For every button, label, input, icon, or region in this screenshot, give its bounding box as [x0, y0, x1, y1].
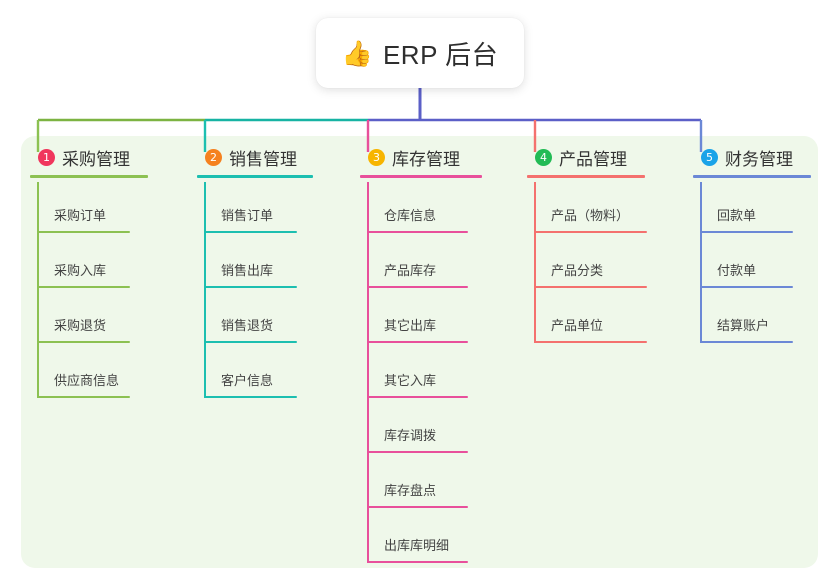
leaf-node-underline — [205, 396, 297, 398]
leaf-node-underline — [368, 396, 468, 398]
leaf-node-underline — [38, 231, 130, 233]
leaf-node-label: 采购入库 — [54, 263, 107, 278]
leaf-node-underline — [535, 286, 647, 288]
branch-header-3[interactable]: 3 库存管理 — [360, 144, 482, 170]
leaf-node-underline — [701, 286, 793, 288]
branch-header-4[interactable]: 4 产品管理 — [527, 144, 645, 170]
leaf-node-label: 采购订单 — [54, 208, 107, 223]
leaf-node-underline — [368, 506, 468, 508]
leaf-node-underline — [38, 286, 130, 288]
leaf-node-underline — [701, 231, 793, 233]
leaf-node-underline — [368, 451, 468, 453]
branch-title-3: 库存管理 — [392, 149, 460, 169]
leaf-node[interactable]: 产品（物料） — [527, 178, 647, 233]
branch-title-2: 销售管理 — [229, 149, 297, 169]
leaf-node-underline — [38, 396, 130, 398]
diagram-panel-background — [21, 136, 818, 568]
branch-column-4: 4 产品管理产品（物料） 产品分类产品单位 — [527, 144, 647, 343]
leaf-node-label: 供应商信息 — [54, 373, 120, 388]
branch-header-5[interactable]: 5 财务管理 — [693, 144, 811, 170]
branch-column-2: 2 销售管理销售订单销售出库销售退货客户信息 — [197, 144, 313, 398]
leaf-node-label: 产品单位 — [551, 318, 604, 333]
leaf-node[interactable]: 销售出库 — [197, 233, 313, 288]
root-node-title: ERP 后台 — [382, 39, 499, 70]
leaf-node-label: 库存盘点 — [384, 483, 437, 498]
leaf-node[interactable]: 采购订单 — [30, 178, 148, 233]
branch-header-2[interactable]: 2 销售管理 — [197, 144, 313, 170]
leaf-node[interactable]: 仓库信息 — [360, 178, 482, 233]
leaf-node-label: 销售退货 — [221, 318, 274, 333]
branch-header-underline-5 — [693, 175, 811, 178]
leaf-node[interactable]: 销售订单 — [197, 178, 313, 233]
leaf-node-underline — [535, 341, 647, 343]
leaf-node-underline — [205, 341, 297, 343]
leaf-node-underline — [205, 286, 297, 288]
leaf-node-label: 库存调拨 — [384, 428, 437, 443]
leaf-node[interactable]: 其它出库 — [360, 288, 482, 343]
leaf-node[interactable]: 采购入库 — [30, 233, 148, 288]
leaf-node-underline — [368, 341, 468, 343]
leaf-node-underline — [368, 231, 468, 233]
branch-title-5: 财务管理 — [725, 149, 793, 169]
leaf-node[interactable]: 销售退货 — [197, 288, 313, 343]
branch-header-underline-4 — [527, 175, 645, 178]
leaf-node-underline — [701, 341, 793, 343]
leaf-node-label: 结算账户 — [717, 318, 770, 333]
branch-title-1: 采购管理 — [62, 149, 130, 169]
branch-header-underline-3 — [360, 175, 482, 178]
leaf-node[interactable]: 结算账户 — [693, 288, 811, 343]
leaf-node-label: 其它入库 — [384, 373, 437, 388]
branch-header-underline-2 — [197, 175, 313, 178]
branch-header-1[interactable]: 1 采购管理 — [30, 144, 148, 170]
branch-badge-4: 4 — [535, 148, 552, 166]
leaf-node-label: 仓库信息 — [384, 208, 437, 223]
leaf-node[interactable]: 客户信息 — [197, 343, 313, 398]
leaf-node-label: 其它出库 — [384, 318, 437, 333]
leaf-node-label: 销售出库 — [221, 263, 274, 278]
branch-badge-1: 1 — [38, 148, 55, 166]
branch-header-underline-1 — [30, 175, 148, 178]
leaf-node-label: 销售订单 — [221, 208, 274, 223]
branch-badge-3: 3 — [368, 148, 385, 166]
leaf-node[interactable]: 采购退货 — [30, 288, 148, 343]
leaf-node-underline — [368, 286, 468, 288]
branch-column-1: 1 采购管理采购订单采购入库采购退货供应商信息 — [30, 144, 148, 398]
leaf-node[interactable]: 出库库明细 — [360, 508, 482, 563]
leaf-node-label: 产品分类 — [551, 263, 604, 278]
leaf-node-underline — [38, 341, 130, 343]
leaf-node[interactable]: 产品库存 — [360, 233, 482, 288]
leaf-node-label: 付款单 — [717, 263, 757, 278]
leaf-node-label: 客户信息 — [221, 373, 274, 388]
leaf-node[interactable]: 回款单 — [693, 178, 811, 233]
thumbs-up-icon: 👍 — [341, 38, 373, 68]
leaf-node-underline — [535, 231, 647, 233]
branch-title-4: 产品管理 — [559, 149, 627, 169]
leaf-node-label: 回款单 — [717, 208, 757, 223]
leaf-node-underline — [368, 561, 468, 563]
leaf-node-label: 出库库明细 — [384, 538, 450, 553]
leaf-node-label: 采购退货 — [54, 318, 107, 333]
branch-badge-2: 2 — [205, 148, 222, 166]
root-node-card[interactable]: 👍 ERP 后台 — [316, 18, 524, 88]
leaf-node[interactable]: 其它入库 — [360, 343, 482, 398]
leaf-node-underline — [205, 231, 297, 233]
branch-badge-5: 5 — [701, 148, 718, 166]
leaf-node[interactable]: 供应商信息 — [30, 343, 148, 398]
leaf-node[interactable]: 产品单位 — [527, 288, 647, 343]
leaf-node[interactable]: 付款单 — [693, 233, 811, 288]
branch-column-5: 5 财务管理回款单付款单结算账户 — [693, 144, 811, 343]
leaf-node[interactable]: 库存盘点 — [360, 453, 482, 508]
leaf-node[interactable]: 库存调拨 — [360, 398, 482, 453]
leaf-node-label: 产品（物料） — [551, 208, 630, 223]
leaf-node[interactable]: 产品分类 — [527, 233, 647, 288]
leaf-node-label: 产品库存 — [384, 263, 437, 278]
branch-column-3: 3 库存管理仓库信息产品库存其它出库其它入库库存调拨库存盘点出库库明细 — [360, 144, 482, 563]
